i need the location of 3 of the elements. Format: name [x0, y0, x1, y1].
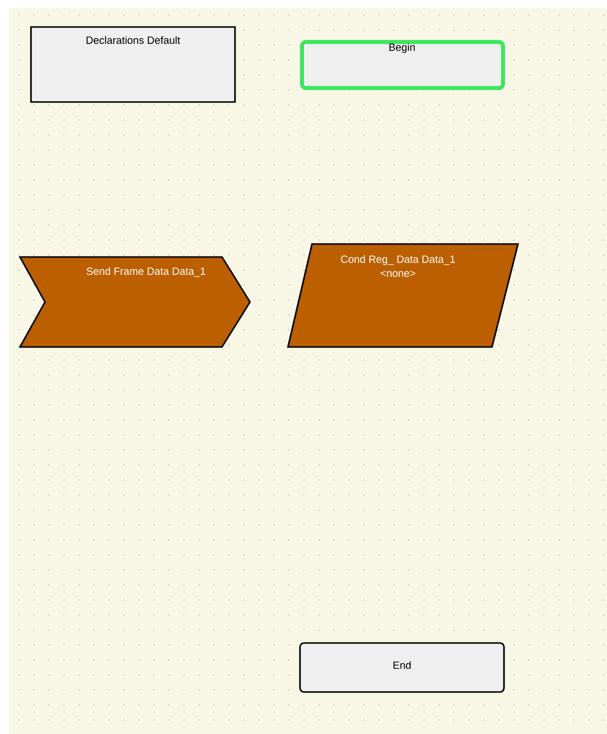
terminal-box: Begin — [300, 40, 505, 90]
declaration-box: Declarations Default — [30, 26, 236, 103]
terminal-box: End — [299, 642, 505, 693]
